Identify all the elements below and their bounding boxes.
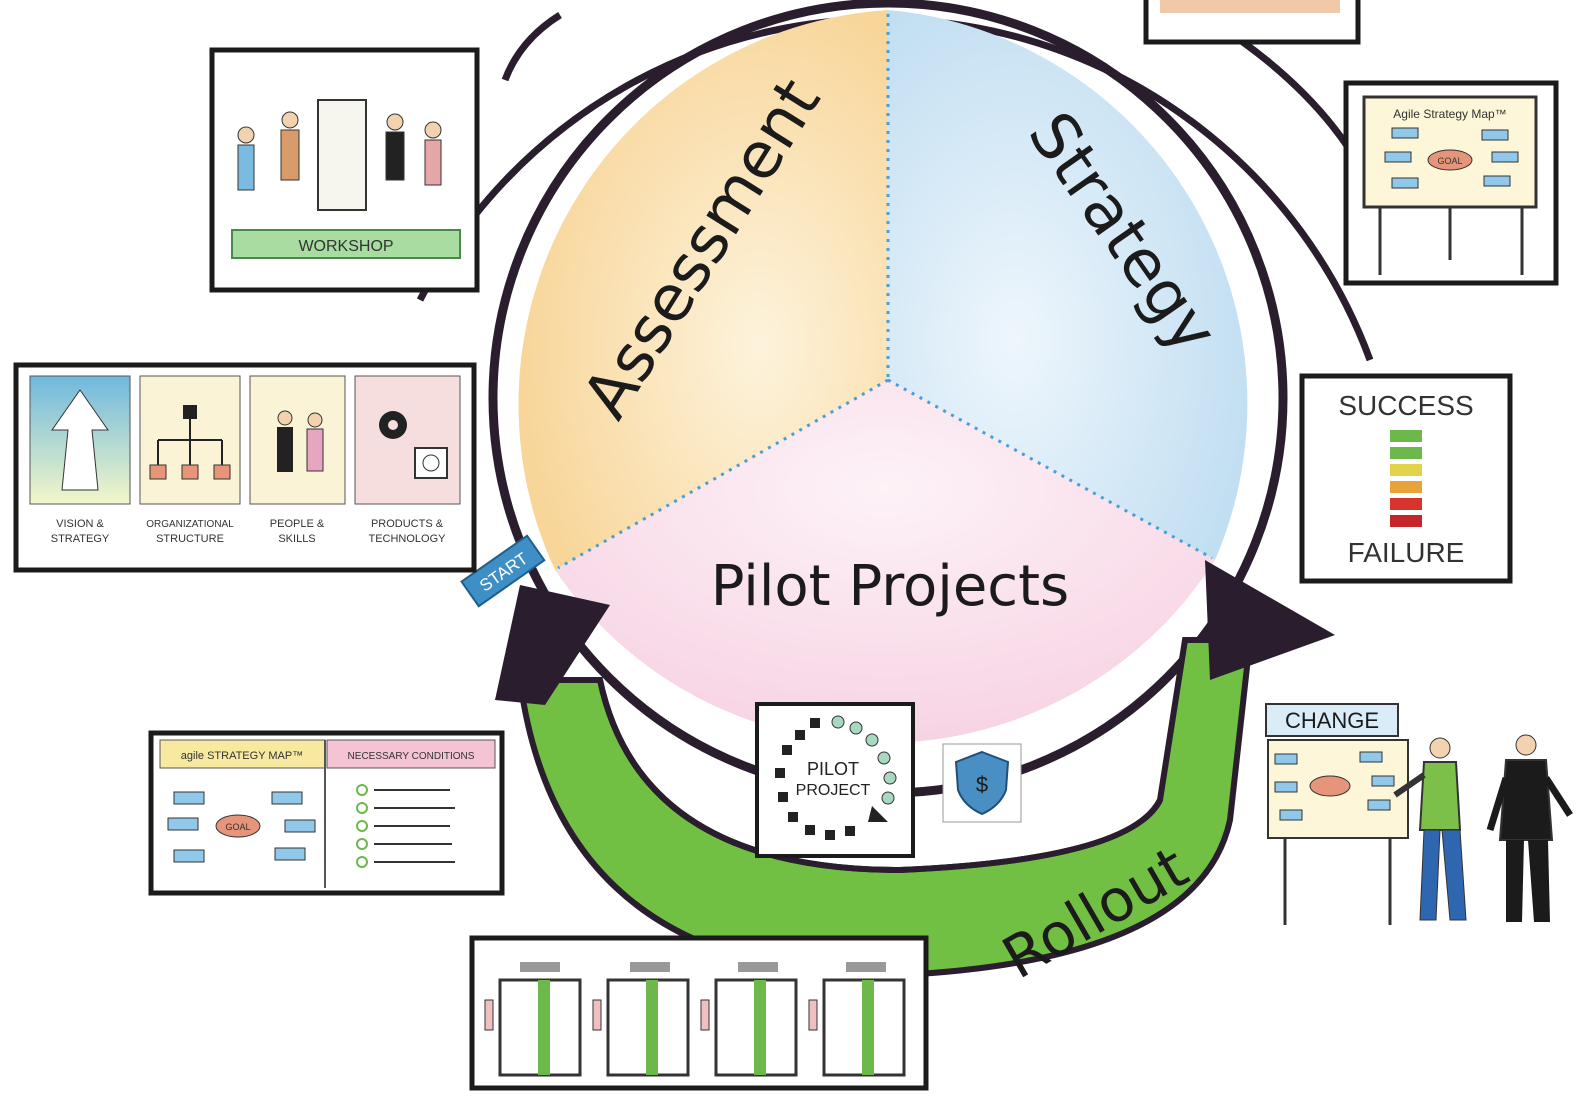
presenter-figure	[1393, 737, 1467, 921]
rollout-arrowhead-left	[495, 585, 610, 705]
strategy-map-left-goal: GOAL	[225, 822, 250, 832]
meter-bar-3	[1390, 464, 1422, 476]
building-icon	[484, 962, 582, 1077]
pilot-project-card: PILOT PROJECT	[755, 702, 915, 858]
strategy-map-left-title: agile STRATEGY MAP™	[181, 750, 303, 762]
workshop-card: WORKSHOP	[209, 47, 480, 293]
building-icon-3	[700, 962, 798, 1077]
panel-label-2b: STRUCTURE	[156, 533, 224, 545]
cycle-circle	[488, 0, 1288, 798]
assessment-dimensions-card: VISION & STRATEGY ORGANIZATIONAL STRUCTU…	[13, 362, 477, 573]
panel-label-4a: PRODUCTS &	[371, 518, 444, 530]
panel-label-4b: TECHNOLOGY	[368, 533, 446, 545]
people-panel	[249, 375, 346, 505]
arrow-up-icon	[51, 389, 109, 491]
success-failure-card: SUCCESS FAILURE	[1299, 373, 1513, 584]
panel-label-1a: VISION &	[56, 518, 104, 530]
assessment-segment[interactable]	[518, 10, 888, 570]
meter-bar-6	[1390, 515, 1422, 527]
workshop-label: WORKSHOP	[298, 238, 393, 255]
meter-bar-2	[1390, 447, 1422, 459]
success-label: SUCCESS	[1338, 390, 1473, 421]
strategy-segment[interactable]	[888, 10, 1248, 560]
pilot-projects-label: Pilot Projects	[711, 554, 1069, 619]
meter-bar-4	[1390, 481, 1422, 493]
pilot-segment[interactable]	[555, 380, 1215, 743]
panel-label-3b: SKILLS	[278, 533, 315, 545]
panel-label-3a: PEOPLE &	[270, 518, 325, 530]
building-icon-2	[592, 962, 690, 1077]
meter-bar-5	[1390, 498, 1422, 510]
manager-figure	[1486, 734, 1573, 922]
workshop-icon	[237, 99, 442, 211]
buildings-card	[469, 935, 929, 1091]
building-icon-4	[808, 962, 906, 1077]
checklist	[356, 784, 455, 868]
top-card	[1143, 0, 1361, 45]
pilot-cycle-icon	[775, 715, 897, 840]
products-panel	[354, 375, 461, 505]
pilot-project-line1: PILOT	[807, 759, 859, 779]
people-icon	[277, 410, 324, 472]
strategy-map-title: Agile Strategy Map™	[1393, 107, 1506, 121]
strategy-map-goal: GOAL	[1437, 156, 1462, 166]
rollout-arrowhead-right	[1205, 560, 1335, 680]
shield-card: $	[942, 743, 1022, 823]
panel-label-1b: STRATEGY	[51, 533, 110, 545]
strategy-map-card: Agile Strategy Map™ GOAL	[1343, 80, 1559, 286]
gear-icon	[379, 411, 407, 439]
panel-label-2a: ORGANIZATIONAL	[146, 519, 234, 530]
failure-label: FAILURE	[1348, 537, 1465, 568]
strategy-conditions-card: agile STRATEGY MAP™ NECESSARY CONDITIONS…	[148, 730, 505, 896]
necessary-conditions-title: NECESSARY CONDITIONS	[348, 751, 475, 762]
pilot-project-line2: PROJECT	[796, 782, 871, 799]
meter-bar-1	[1390, 430, 1422, 442]
shield-icon	[954, 750, 1010, 816]
change-label: CHANGE	[1285, 708, 1379, 733]
org-chart-icon	[149, 405, 231, 480]
change-illustration: CHANGE	[1265, 703, 1573, 925]
shield-symbol: $	[976, 772, 988, 797]
